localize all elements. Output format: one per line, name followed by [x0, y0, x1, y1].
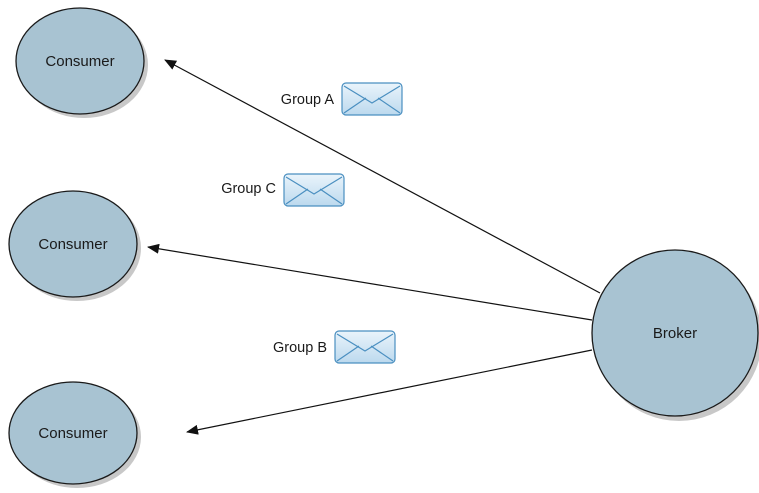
consumer-node-3: Consumer: [8, 381, 141, 488]
envelope-icon: [341, 82, 403, 116]
node-ellipse: [15, 7, 145, 115]
arrow-to-consumer-1: [164, 59, 601, 294]
broker-node: Broker: [591, 249, 759, 421]
message-group-a: Group A: [281, 82, 403, 116]
node-ellipse: [8, 190, 138, 298]
consumer-label: Consumer: [38, 236, 107, 253]
consumer-node-1: Consumer: [15, 7, 148, 118]
arrow-to-consumer-3: [186, 349, 593, 435]
group-label: Group A: [281, 92, 335, 108]
node-ellipse: [591, 249, 759, 417]
group-label: Group C: [221, 181, 276, 197]
message-group-c: Group C: [221, 173, 345, 207]
broker-label: Broker: [653, 325, 697, 342]
consumer-node-2: Consumer: [8, 190, 141, 301]
node-ellipse: [8, 381, 138, 485]
consumer-label: Consumer: [38, 425, 107, 442]
envelope-icon: [334, 330, 396, 364]
arrow-to-consumer-2: [147, 243, 593, 321]
message-group-b: Group B: [273, 330, 396, 364]
consumer-label: Consumer: [45, 53, 114, 70]
envelope-icon: [283, 173, 345, 207]
group-label: Group B: [273, 340, 327, 356]
